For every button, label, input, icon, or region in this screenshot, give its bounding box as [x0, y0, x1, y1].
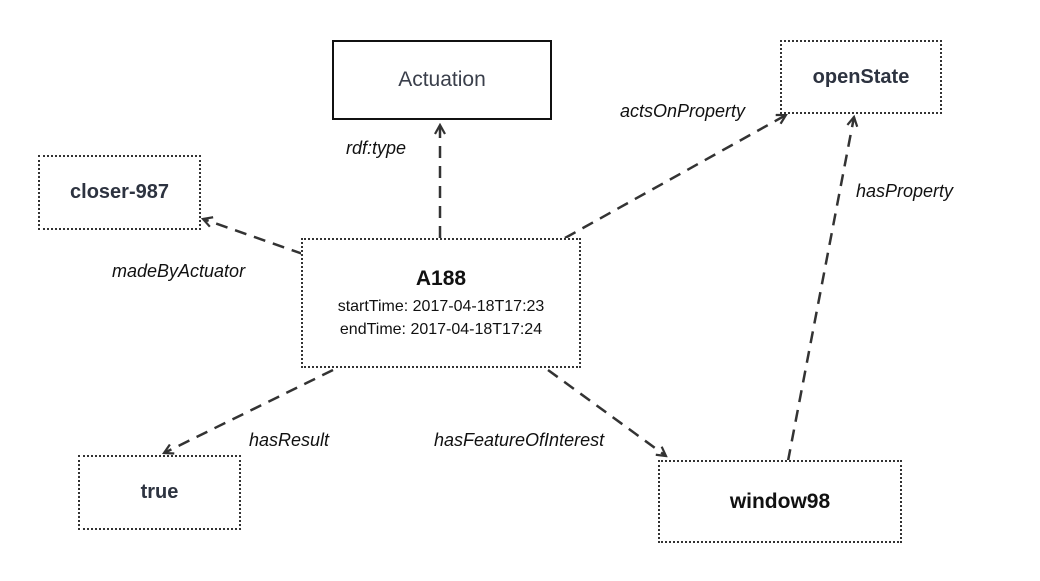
edge-made-by-actuator: [203, 219, 304, 256]
node-open-state-label: openState: [812, 65, 910, 88]
node-a188-start-time: startTime: 2017-04-18T17:23: [337, 297, 545, 315]
node-a188: A188 startTime: 2017-04-18T17:23 endTime…: [301, 238, 581, 368]
label-made-by-actuator: madeByActuator: [112, 261, 246, 281]
edge-has-result: [164, 368, 334, 453]
node-window: window98: [658, 460, 902, 543]
label-has-property: hasProperty: [856, 181, 954, 201]
node-window-label: window98: [729, 489, 831, 513]
edge-has-property: [786, 117, 854, 462]
node-a188-end-time: endTime: 2017-04-18T17:24: [339, 321, 543, 338]
label-has-feature-of-interest: hasFeatureOfInterest: [434, 430, 605, 450]
node-closer: closer-987: [38, 155, 201, 230]
edge-has-feature-of-interest: [547, 368, 666, 456]
node-true: true: [78, 455, 241, 530]
node-actuation-label: Actuation: [398, 68, 486, 91]
node-open-state: openState: [780, 40, 942, 114]
label-acts-on-property: actsOnProperty: [620, 101, 746, 121]
node-actuation: Actuation: [332, 40, 552, 120]
edge-acts-on-property: [564, 115, 786, 240]
node-closer-label: closer-987: [70, 181, 169, 203]
node-true-label: true: [140, 481, 179, 503]
label-rdf-type: rdf:type: [346, 138, 407, 158]
label-has-result: hasResult: [249, 430, 330, 450]
node-a188-title: A188: [415, 266, 467, 290]
